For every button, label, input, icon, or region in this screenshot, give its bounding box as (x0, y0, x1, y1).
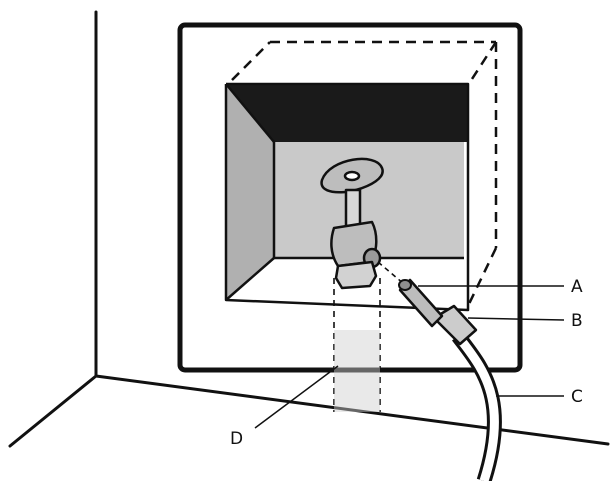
box-dashed-outline (231, 40, 498, 307)
callout-a: A (571, 277, 583, 297)
recess-inner-edge (224, 82, 470, 312)
callout-d: D (230, 429, 243, 449)
floor-line-left (8, 374, 98, 448)
room-lines (8, 10, 610, 448)
recess-back-wall (274, 142, 464, 258)
recess-left-wall (226, 84, 274, 300)
floor-line-right (94, 374, 610, 446)
valve-connection-dashed (377, 261, 405, 285)
recess-corner-top (225, 83, 275, 143)
leader-d (254, 365, 339, 429)
callout-c: C (571, 387, 583, 407)
shutoff-valve-icon (320, 157, 384, 290)
drain-reference-lines (333, 278, 381, 412)
callout-b: B (571, 311, 583, 331)
drain-reference-fill (334, 330, 380, 412)
leader-b (467, 317, 565, 321)
recess-ceiling (226, 84, 468, 142)
water-hose-icon (398, 278, 502, 481)
recess-corner-bottom (225, 257, 275, 301)
leader-lines (254, 285, 565, 429)
